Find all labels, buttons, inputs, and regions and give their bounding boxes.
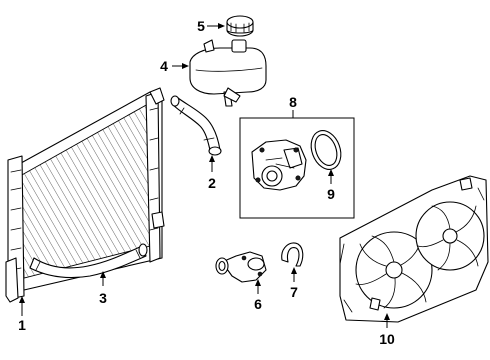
callout-9: 9 (327, 169, 335, 202)
callout-9-label: 9 (327, 186, 335, 202)
water-pump (251, 139, 307, 191)
callout-4: 4 (160, 58, 189, 74)
reservoir-cap (226, 15, 254, 37)
callout-1: 1 (18, 296, 26, 333)
callout-1-label: 1 (18, 317, 26, 333)
radiator (5, 87, 165, 303)
callout-5: 5 (197, 18, 225, 34)
water-pump-group-box (239, 117, 355, 219)
fan-assembly (339, 175, 489, 323)
coolant-reservoir (189, 39, 267, 107)
callout-2: 2 (208, 155, 216, 191)
callout-10-label: 10 (379, 331, 395, 347)
callout-8: 8 (289, 94, 297, 118)
callout-5-label: 5 (197, 18, 205, 34)
callout-4-label: 4 (160, 58, 168, 74)
callout-2-label: 2 (208, 175, 216, 191)
callout-7: 7 (290, 267, 298, 300)
water-pump-gasket (310, 130, 342, 170)
callout-6: 6 (254, 279, 262, 312)
callout-7-label: 7 (290, 284, 298, 300)
callout-8-label: 8 (289, 94, 297, 110)
callout-3: 3 (99, 271, 107, 306)
thermostat-housing (215, 251, 267, 283)
callout-3-label: 3 (99, 290, 107, 306)
upper-radiator-hose (170, 95, 222, 156)
lower-radiator-hose (29, 243, 148, 279)
thermostat-gasket (281, 242, 304, 267)
callout-6-label: 6 (254, 296, 262, 312)
callout-10: 10 (379, 313, 395, 347)
